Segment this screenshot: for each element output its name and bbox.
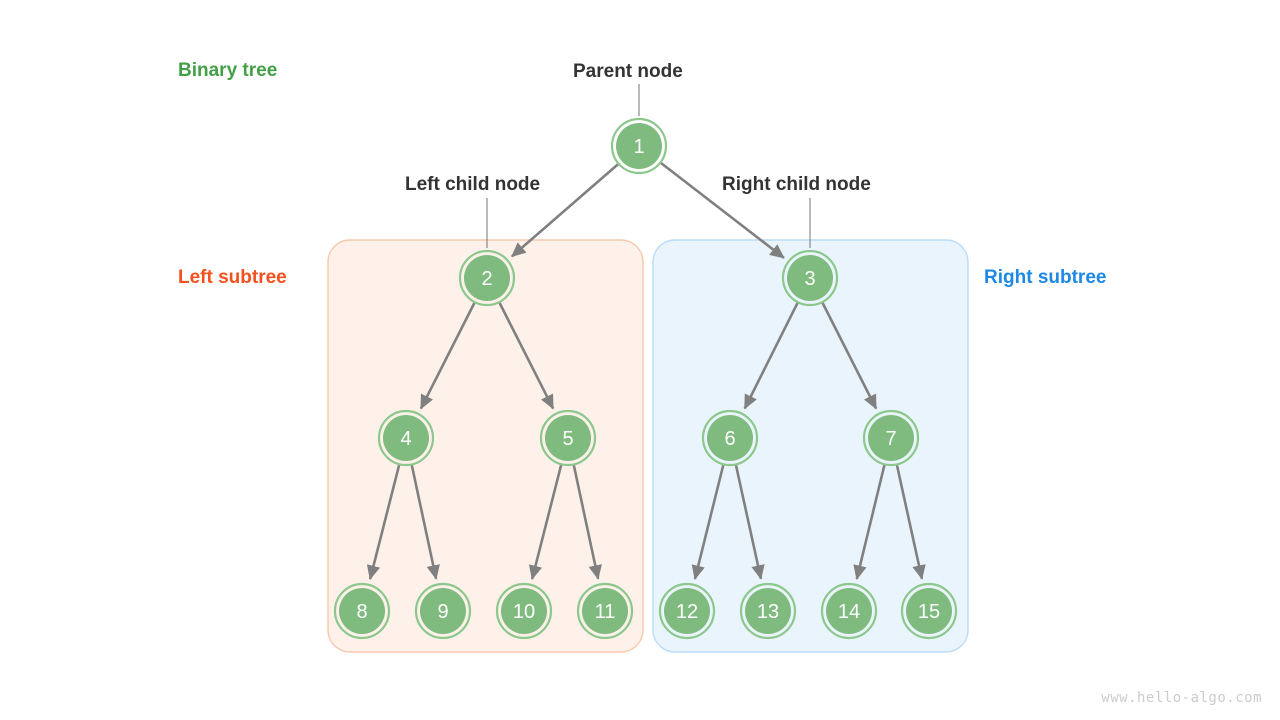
tree-edge-2-to-5 (498, 302, 555, 410)
node-value: 9 (437, 601, 448, 623)
node-value: 6 (724, 428, 735, 450)
node-value: 1 (633, 136, 644, 158)
node-circle (616, 123, 662, 169)
tree-node-14[interactable]: 14 (820, 582, 878, 640)
node-value: 7 (885, 428, 896, 450)
annotation-leader-lines (486, 84, 811, 248)
node-value: 11 (595, 601, 616, 623)
tree-edge-6-to-12 (691, 464, 725, 580)
tree-edge-7-to-14 (853, 464, 886, 580)
node-ring (333, 582, 391, 640)
left-child-node-label: Left child node (405, 174, 541, 195)
tree-node-6[interactable]: 6 (701, 409, 759, 467)
node-value: 10 (513, 601, 535, 623)
tree-edge-5-to-11 (572, 465, 602, 580)
tree-node-7[interactable]: 7 (862, 409, 920, 467)
node-ring (458, 249, 516, 307)
site-watermark: www.hello-algo.com (1101, 690, 1262, 706)
tree-node-8[interactable]: 8 (333, 582, 391, 640)
tree-node-3[interactable]: 3 (781, 249, 839, 307)
node-ring (576, 582, 634, 640)
node-ring (862, 409, 920, 467)
tree-node-12[interactable]: 12 (658, 582, 716, 640)
node-value: 12 (676, 601, 698, 623)
node-ring (414, 582, 472, 640)
node-circle (545, 415, 591, 461)
tree-edge-3-to-6 (743, 302, 799, 410)
node-value: 2 (481, 268, 492, 290)
tree-edge-2-to-4 (419, 302, 476, 410)
node-circle (383, 415, 429, 461)
node-ring (900, 582, 958, 640)
node-value: 15 (918, 601, 940, 623)
tree-edge-3-to-7 (821, 302, 878, 410)
node-ring (701, 409, 759, 467)
node-circle (501, 588, 547, 634)
tree-node-1[interactable]: 1 (610, 117, 668, 175)
node-ring (539, 409, 597, 467)
right-child-node-label: Right child node (722, 174, 871, 195)
node-value: 13 (757, 601, 779, 623)
node-ring (610, 117, 668, 175)
node-circle (906, 588, 952, 634)
node-circle (339, 588, 385, 634)
tree-node-13[interactable]: 13 (739, 582, 797, 640)
tree-edge-5-to-10 (528, 464, 563, 581)
node-value: 3 (804, 268, 815, 290)
tree-node-10[interactable]: 10 (495, 582, 553, 640)
tree-edge-6-to-13 (734, 465, 765, 580)
node-circle (664, 588, 710, 634)
node-circle (464, 255, 510, 301)
tree-edge-1-to-2 (511, 163, 619, 258)
node-ring (495, 582, 553, 640)
node-circle (582, 588, 628, 634)
left-subtree-label: Left subtree (178, 267, 287, 288)
node-circle (707, 415, 753, 461)
tree-edge-7-to-15 (895, 465, 926, 580)
node-ring (658, 582, 716, 640)
tree-node-11[interactable]: 11 (576, 582, 634, 640)
node-ring (781, 249, 839, 307)
tree-node-4[interactable]: 4 (377, 409, 435, 467)
page-title: Binary tree (178, 60, 278, 81)
node-circle (868, 415, 914, 461)
node-ring (739, 582, 797, 640)
tree-node-15[interactable]: 15 (900, 582, 958, 640)
tree-node-9[interactable]: 9 (414, 582, 472, 640)
tree-edge-4-to-9 (410, 465, 440, 580)
left-subtree-box (327, 239, 644, 653)
node-value: 5 (562, 428, 573, 450)
tree-edge-1-to-3 (660, 162, 785, 259)
node-value: 4 (400, 428, 411, 450)
tree-node-2[interactable]: 2 (458, 249, 516, 307)
node-circle (826, 588, 872, 634)
tree-edges (366, 162, 926, 581)
node-circle (787, 255, 833, 301)
node-ring (377, 409, 435, 467)
node-value: 8 (356, 601, 367, 623)
node-circle (745, 588, 791, 634)
tree-node-5[interactable]: 5 (539, 409, 597, 467)
node-circle (420, 588, 466, 634)
node-value: 14 (838, 601, 860, 623)
node-ring (820, 582, 878, 640)
tree-edge-4-to-8 (366, 464, 401, 581)
right-subtree-label: Right subtree (984, 267, 1107, 288)
parent-node-label: Parent node (573, 61, 683, 82)
